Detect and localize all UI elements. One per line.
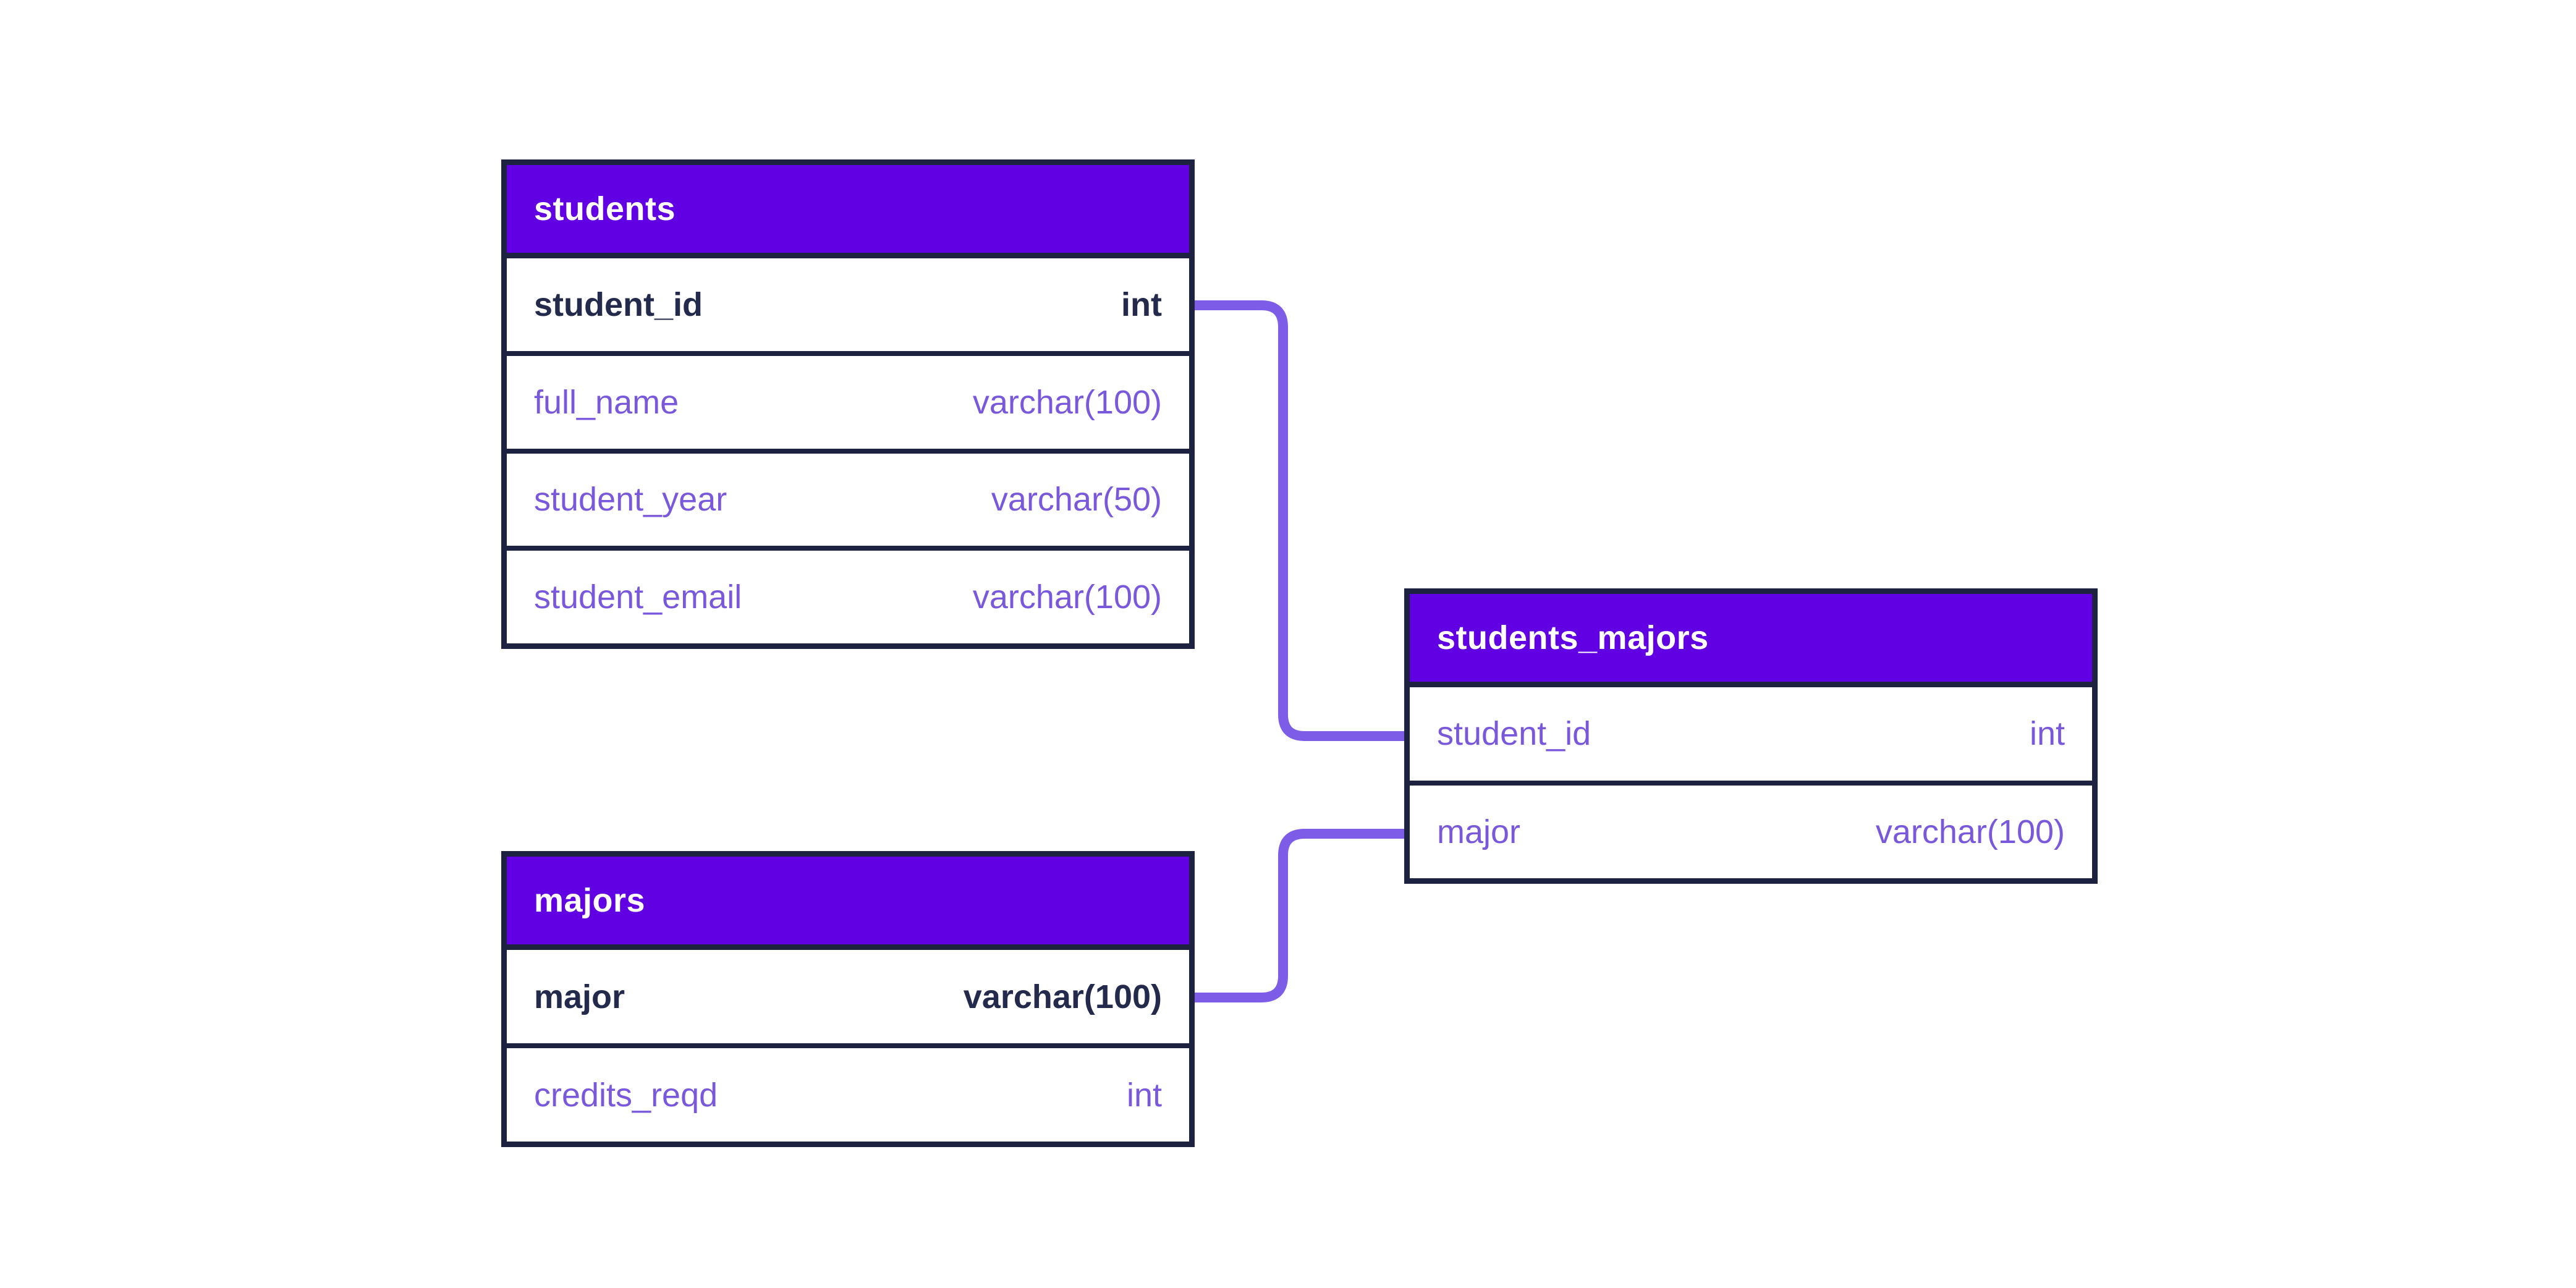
column-type: varchar(100) (972, 578, 1162, 616)
column-name: student_year (534, 481, 727, 519)
column-type: int (1121, 286, 1162, 323)
column-row-credits_reqd[interactable]: credits_reqd int (507, 1048, 1189, 1142)
column-name: major (534, 978, 625, 1015)
column-row-student_id[interactable]: student_id int (507, 258, 1189, 356)
column-name: full_name (534, 383, 679, 421)
table-students-header[interactable]: students (507, 165, 1189, 258)
column-row-student_id[interactable]: student_id int (1410, 687, 2092, 786)
column-row-major[interactable]: major varchar(100) (507, 950, 1189, 1048)
column-type: int (1126, 1076, 1162, 1114)
relationship-line-majors-students_majors[interactable] (1195, 829, 1404, 1002)
column-type: varchar(100) (1875, 813, 2065, 850)
column-row-major[interactable]: major varchar(100) (1410, 786, 2092, 879)
table-majors-header[interactable]: majors (507, 857, 1189, 950)
column-row-full_name[interactable]: full_name varchar(100) (507, 356, 1189, 454)
table-title: students (534, 190, 676, 227)
column-row-student_year[interactable]: student_year varchar(50) (507, 454, 1189, 551)
table-students_majors[interactable]: students_majors student_id int major var… (1404, 588, 2098, 884)
table-students_majors-header[interactable]: students_majors (1410, 594, 2092, 687)
column-name: student_id (1437, 715, 1591, 753)
column-name: student_email (534, 578, 742, 616)
table-title: majors (534, 882, 646, 919)
column-name: major (1437, 813, 1521, 850)
table-students[interactable]: students student_id int full_name varcha… (501, 159, 1195, 649)
column-type: varchar(100) (972, 383, 1162, 421)
column-type: varchar(50) (991, 481, 1162, 519)
column-name: credits_reqd (534, 1076, 718, 1114)
column-type: varchar(100) (963, 978, 1162, 1015)
column-name: student_id (534, 286, 703, 323)
table-title: students_majors (1437, 619, 1709, 656)
table-majors[interactable]: majors major varchar(100) credits_reqd i… (501, 851, 1195, 1147)
column-row-student_email[interactable]: student_email varchar(100) (507, 551, 1189, 643)
column-type: int (2029, 715, 2065, 753)
relationship-line-students-students_majors[interactable] (1195, 300, 1404, 741)
